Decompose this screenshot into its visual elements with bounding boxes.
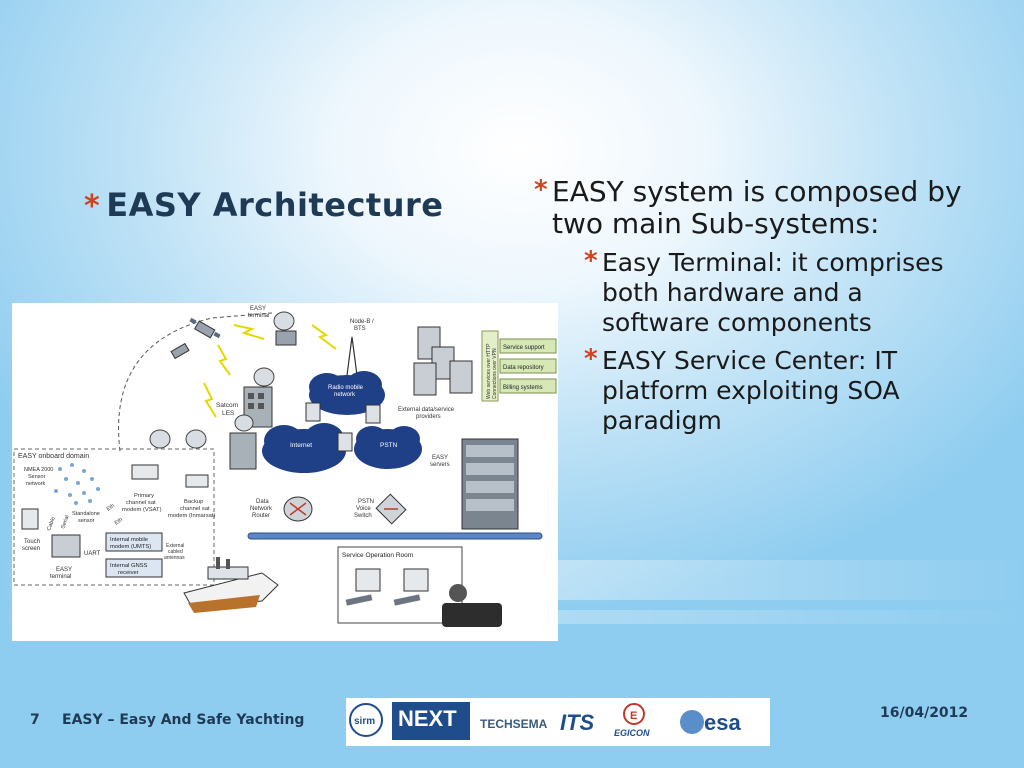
label-uart: UART xyxy=(84,551,101,557)
terminal-dish-icon xyxy=(273,311,297,346)
page-number: 7 xyxy=(30,712,40,728)
sub-bullet-text: EASY Service Center: IT platform exploit… xyxy=(602,346,900,435)
wireless-link-icon xyxy=(203,382,217,418)
bullet-text: EASY system is composed by two main Sub-… xyxy=(552,175,962,240)
sirm-logo: sirm xyxy=(349,703,383,737)
sub-bullet-text: Easy Terminal: it comprises both hardwar… xyxy=(602,248,944,337)
yacht-image xyxy=(183,557,279,613)
label-data-repository: Data repository xyxy=(503,365,544,371)
esa-logo: esa xyxy=(680,710,741,735)
internet-cloud xyxy=(262,423,346,473)
router-icon xyxy=(283,496,313,522)
bullet-star-icon: * xyxy=(584,344,598,374)
slide-title: *EASY Architecture xyxy=(84,186,443,224)
data-repository-box xyxy=(499,358,557,374)
its-logo: ITS xyxy=(560,710,595,735)
primary-modem-icon xyxy=(131,464,159,480)
satellite-icon xyxy=(189,317,221,339)
svg-text:EGICON: EGICON xyxy=(614,728,650,738)
label-service-room: Service Operation Room xyxy=(342,552,413,559)
service-support-box xyxy=(499,338,557,354)
server-icon xyxy=(365,404,381,424)
next-logo: NEXT xyxy=(392,702,470,740)
label-cable: Cable xyxy=(46,516,57,532)
server-icon xyxy=(305,402,321,422)
web-services-box xyxy=(481,330,499,402)
label-internet: Internet xyxy=(290,442,312,449)
server-icon xyxy=(337,432,353,452)
svg-text:esa: esa xyxy=(704,710,741,735)
sensor-network-dots xyxy=(54,463,100,505)
bullet-star-icon: * xyxy=(84,189,101,224)
wireless-link-icon xyxy=(311,324,337,350)
easy-terminal-icon xyxy=(51,534,81,558)
backup-modem-icon xyxy=(185,474,209,488)
billing-systems-box xyxy=(499,378,557,394)
svg-text:E: E xyxy=(630,710,637,722)
radio-mobile-cloud xyxy=(309,371,385,415)
footer-date: 16/04/2012 xyxy=(880,705,969,721)
footer-title: EASY – Easy And Safe Yachting xyxy=(62,712,305,728)
monitor-icon xyxy=(345,568,381,606)
voice-switch-icon xyxy=(375,493,407,525)
slide-title-text: EASY Architecture xyxy=(106,186,444,224)
server-rack-icon xyxy=(461,438,519,530)
label-serial: Serial xyxy=(60,514,70,529)
bullet-item: * EASY system is composed by two main Su… xyxy=(534,175,974,240)
satcom-station-icon xyxy=(243,367,275,428)
label-service-support: Service support xyxy=(503,345,545,351)
partner-logos: sirm NEXT TECHSEMA ITS E EGICON esa xyxy=(346,698,770,746)
satellite-icon xyxy=(170,342,190,360)
label-eth-2: Eth xyxy=(114,517,124,527)
internal-gnss-box xyxy=(105,558,163,578)
sub-bullet-item: * Easy Terminal: it comprises both hardw… xyxy=(584,246,974,338)
label-web-services: Web services over HTTPConnections over V… xyxy=(486,343,498,399)
svg-text:TECHSEMA: TECHSEMA xyxy=(480,717,548,731)
label-onboard-domain: EASY onboard domain xyxy=(18,453,89,460)
provider-building-icon xyxy=(413,326,473,396)
bullet-star-icon: * xyxy=(584,246,598,276)
techsema-logo: TECHSEMA xyxy=(480,717,548,731)
egicon-logo: E EGICON xyxy=(614,703,650,738)
touch-screen-icon xyxy=(21,508,39,530)
label-eth-1: Eth xyxy=(106,503,116,513)
pstn-cloud xyxy=(354,426,422,469)
monitor-icon xyxy=(393,568,429,606)
sub-bullet-item: * EASY Service Center: IT platform explo… xyxy=(584,344,974,436)
wireless-link-icon xyxy=(233,324,265,340)
backbone-bus xyxy=(247,532,543,540)
svg-text:ITS: ITS xyxy=(560,710,595,735)
onboard-domain-box xyxy=(13,448,215,586)
internal-mobile-box xyxy=(105,532,163,552)
svg-text:sirm: sirm xyxy=(354,716,375,727)
label-billing-systems: Billing systems xyxy=(503,385,543,391)
bullet-list: * EASY system is composed by two main Su… xyxy=(534,175,974,436)
bullet-star-icon: * xyxy=(534,175,548,205)
wireless-link-icon xyxy=(217,344,231,376)
onboard-dish-icon xyxy=(149,429,207,449)
operator-icon xyxy=(442,584,502,627)
label-pstn: PSTN xyxy=(380,442,398,449)
label-node-b: Node-B /BTS xyxy=(350,319,374,332)
svg-text:NEXT: NEXT xyxy=(398,706,457,731)
ground-station-icon xyxy=(229,414,257,470)
